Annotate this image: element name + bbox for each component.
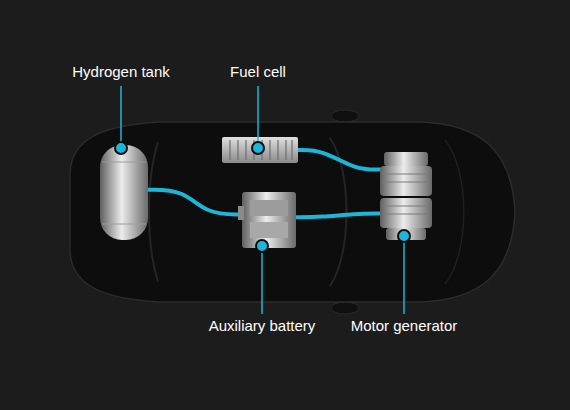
- leader-lines: [121, 86, 404, 314]
- battery-module: [250, 222, 288, 238]
- callout-dots: [115, 142, 410, 252]
- battery-terminal: [238, 206, 244, 220]
- callout-dot: [256, 240, 268, 252]
- power-connector: [296, 214, 380, 218]
- battery-case: [242, 192, 296, 248]
- fuel-cell-component: Fuel cell: [222, 137, 298, 163]
- tank-seam: [102, 162, 146, 163]
- side-mirror: [331, 302, 359, 314]
- leader-line: [120, 86, 122, 142]
- rear-window-line: [149, 142, 158, 282]
- callout-dot: [115, 142, 127, 154]
- motor-housing: [380, 166, 432, 196]
- battery-figure: [238, 192, 296, 248]
- fuel-cell-ribs: [230, 140, 292, 160]
- power-connector: [148, 190, 242, 215]
- callout-dot: [398, 230, 410, 242]
- fuel-cell-stack: [222, 137, 298, 163]
- side-mirror: [331, 110, 359, 122]
- power-connector: [298, 150, 380, 170]
- battery-module: [250, 200, 288, 216]
- tank-cylinder: [100, 145, 148, 240]
- motor-figure: [380, 152, 432, 240]
- component-label: Fuel cell: [230, 63, 286, 81]
- hood-line: [445, 140, 464, 284]
- hydrogen-tank-figure: [100, 145, 148, 240]
- callout-dot: [252, 142, 264, 154]
- component-label: Auxiliary battery: [209, 317, 316, 335]
- component-label: Hydrogen tank: [72, 63, 170, 81]
- motor-component: Motor generator: [380, 152, 432, 240]
- fuel-cell-figure: [222, 137, 298, 163]
- tank-component: Hydrogen tank: [100, 145, 148, 240]
- battery-component: Auxiliary battery: [242, 192, 296, 248]
- leader-line: [261, 252, 263, 314]
- leader-line: [403, 242, 405, 314]
- tank-seam: [102, 224, 146, 225]
- motor-ring: [384, 152, 428, 166]
- car-outline: [70, 122, 515, 302]
- car-body: [70, 110, 515, 314]
- motor-fins: [382, 174, 430, 214]
- component-label: Motor generator: [351, 317, 458, 335]
- leader-line: [257, 86, 259, 142]
- motor-housing: [380, 198, 432, 228]
